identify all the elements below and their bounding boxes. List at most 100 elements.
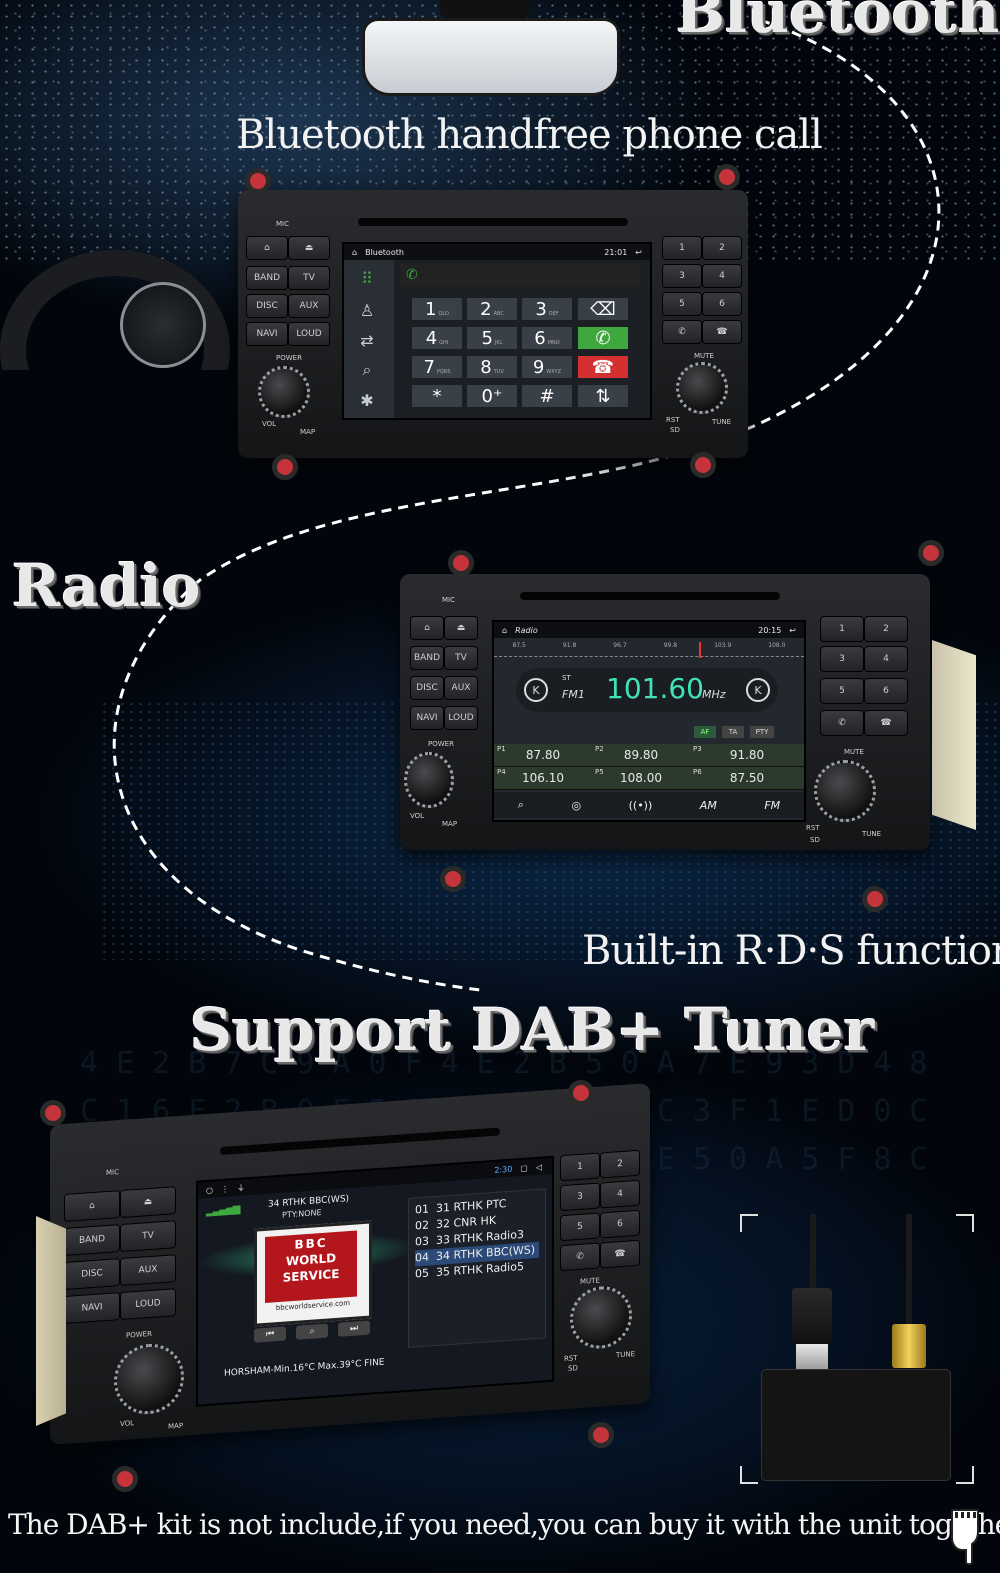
preset-3-button[interactable]: 3 [662,264,702,288]
call-end-hw-button[interactable]: ☎ [600,1239,640,1269]
bluetooth-icon[interactable]: ✱ [360,390,374,410]
loud-button[interactable]: LOUD [120,1288,176,1321]
volume-knob[interactable] [114,1341,184,1417]
call-log-icon[interactable]: ⇄ [360,330,374,350]
call-accept-hw-button[interactable]: ✆ [820,710,864,736]
search-icon[interactable]: ⌕ [517,798,524,811]
search-icon[interactable]: ⌕ [362,360,372,379]
previous-icon[interactable]: ⏮ [254,1326,286,1343]
stereo-icon[interactable]: ◎ [571,798,582,812]
loud-button[interactable]: LOUD [288,322,330,346]
preset-5-button[interactable]: 5 [820,678,864,704]
disc-button[interactable]: DISC [64,1258,120,1290]
call-accept-hw-button[interactable]: ✆ [662,320,702,344]
preset-4-button[interactable]: 4 [702,264,742,288]
navi-button[interactable]: NAVI [410,706,444,730]
contacts-icon[interactable]: ♙ [359,300,375,320]
tune-knob[interactable] [676,362,728,414]
dialpad-icon[interactable]: ⠿ [361,268,373,288]
pty-toggle[interactable]: PTY [750,726,774,738]
call-end-hw-button[interactable]: ☎ [702,320,742,344]
menu-icon[interactable]: ⋮ [220,1183,229,1194]
preset-4-button[interactable]: 4 [600,1179,640,1209]
back-icon[interactable]: ◁ [535,1162,542,1172]
tv-button[interactable]: TV [120,1220,176,1253]
fm-button[interactable]: FM [764,798,781,812]
aux-button[interactable]: AUX [444,676,478,700]
home-button[interactable]: ⌂ [246,236,288,260]
aux-button[interactable]: AUX [288,294,330,318]
home-button[interactable]: ⌂ [64,1190,120,1222]
back-icon[interactable]: ↩ [789,625,796,635]
preset-1-button[interactable]: 1 [560,1152,600,1182]
preset-1-button[interactable]: 1 [820,616,864,642]
navi-button[interactable]: NAVI [246,322,288,346]
home-icon[interactable]: ⌂ [352,247,358,257]
preset-6-button[interactable]: 6 [864,678,908,704]
call-accept-hw-button[interactable]: ✆ [560,1242,600,1272]
preset-3-button[interactable]: 3 [820,646,864,672]
preset-4-button[interactable]: 4 [864,646,908,672]
navi-button[interactable]: NAVI [64,1292,120,1324]
key-0[interactable]: 0⁺ [467,385,517,407]
disc-button[interactable]: DISC [246,294,288,318]
volume-knob[interactable] [258,366,310,418]
call-end-hw-button[interactable]: ☎ [864,710,908,736]
ta-toggle[interactable]: TA [722,726,744,738]
call-reject-icon[interactable]: ☎ [578,356,628,378]
aux-button[interactable]: AUX [120,1254,176,1287]
key-star[interactable]: * [412,385,462,407]
tune-knob[interactable] [814,760,876,822]
home-button[interactable]: ⌂ [410,616,444,640]
band-button[interactable]: BAND [64,1224,120,1256]
seek-back-icon[interactable]: K [524,678,548,702]
preset-6-button[interactable]: 6 [600,1209,640,1239]
volume-knob[interactable] [404,752,454,808]
eject-button[interactable]: ⏏ [444,616,478,640]
next-icon[interactable]: ⏭ [338,1320,370,1337]
preset-5-button[interactable]: 5 [560,1212,600,1242]
preset-2-button[interactable]: 2 [702,236,742,260]
preset-3-button[interactable]: 3 [560,1182,600,1212]
band-button[interactable]: BAND [246,266,288,290]
preset-6-button[interactable]: 6 [702,292,742,316]
recent-apps-icon[interactable]: ▢ [520,1163,528,1173]
disc-button[interactable]: DISC [410,676,444,700]
eject-button[interactable]: ⏏ [288,236,330,260]
preset-2-button[interactable]: 2 [864,616,908,642]
tune-knob[interactable] [570,1284,632,1351]
am-button[interactable]: AM [699,798,717,812]
loud-button[interactable]: LOUD [444,706,478,730]
backspace-key[interactable]: ⌫ [578,298,628,320]
tv-button[interactable]: TV [288,266,330,290]
seek-forward-icon[interactable]: K [746,678,770,702]
broadcast-icon[interactable]: ((•)) [628,798,653,812]
circle-icon[interactable]: ○ [206,1185,213,1195]
eject-button[interactable]: ⏏ [120,1186,176,1219]
af-toggle[interactable]: AF [694,726,716,738]
preset-2-button[interactable]: 2 [600,1149,640,1179]
search-icon[interactable]: ⌕ [296,1323,328,1340]
preset-1-button[interactable]: 1 [662,236,702,260]
home-icon[interactable]: ⌂ [502,625,508,635]
tv-button[interactable]: TV [444,646,478,670]
call-accept-icon[interactable]: ✆ [578,327,628,349]
back-icon[interactable]: ↩ [635,247,642,257]
preset-5-button[interactable]: 5 [662,292,702,316]
band-button[interactable]: BAND [410,646,444,670]
